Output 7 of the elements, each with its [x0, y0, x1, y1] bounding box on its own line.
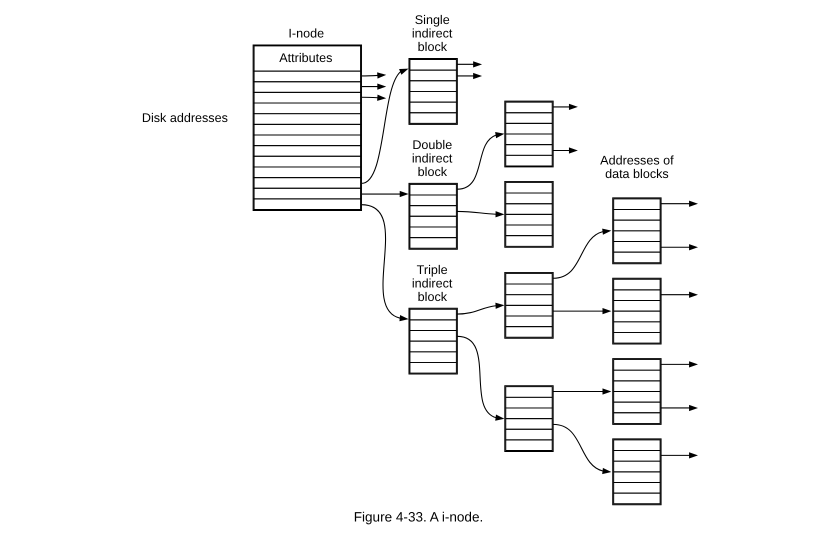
- caption: Figure 4-33. A i-node.: [354, 509, 484, 524]
- node-label: I-node: [288, 26, 324, 41]
- label: Addresses of data blocks: [600, 153, 674, 181]
- label: Disk addresses: [142, 110, 228, 125]
- node-label: Double indirect block: [412, 138, 452, 180]
- node-label: Single indirect block: [412, 13, 452, 54]
- node-label: Triple indirect block: [412, 262, 452, 304]
